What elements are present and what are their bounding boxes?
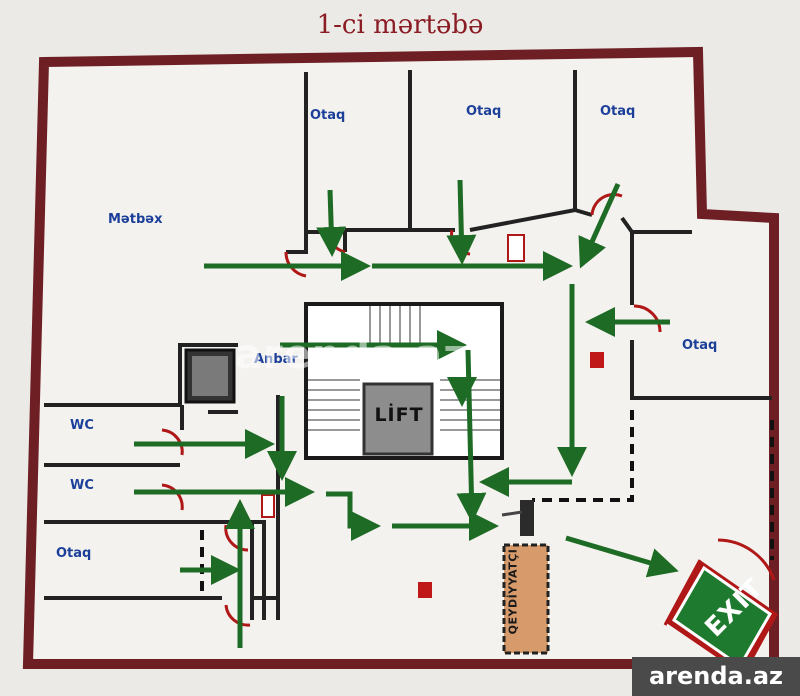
room-label-right: Otaq xyxy=(682,338,718,353)
interior-walls xyxy=(44,70,772,620)
room-label-bottom-left: Otaq xyxy=(56,546,92,561)
room-label-top-left: Otaq xyxy=(310,108,346,123)
registration-label: QEYDİYYATÇI xyxy=(506,548,520,635)
watermark: arenda.az xyxy=(235,332,468,378)
dashed-walls xyxy=(200,410,774,598)
fire-extinguisher-icon xyxy=(261,494,275,518)
lift-label: LİFT xyxy=(374,404,424,426)
room-label-top-right: Otaq xyxy=(600,104,636,119)
turnstile xyxy=(520,500,534,536)
room-label-wc-2: WC xyxy=(70,478,94,493)
fire-alarm-icon xyxy=(590,352,604,368)
fire-extinguisher-icon xyxy=(507,234,525,262)
lift-box xyxy=(362,382,434,456)
exit-sign xyxy=(672,565,772,669)
room-label-wc-1: WC xyxy=(70,418,94,433)
fire-alarm-icon xyxy=(418,582,432,598)
room-label-top-mid: Otaq xyxy=(466,104,502,119)
evacuation-arrows xyxy=(134,179,679,648)
registration-desk xyxy=(502,543,550,655)
room-label-storage: Anbar xyxy=(254,352,298,367)
brand-badge: arenda.az xyxy=(632,657,800,696)
room-label-kitchen: Mətbəx xyxy=(108,212,163,227)
floor-title: 1-ci mərtəbə xyxy=(316,10,484,40)
